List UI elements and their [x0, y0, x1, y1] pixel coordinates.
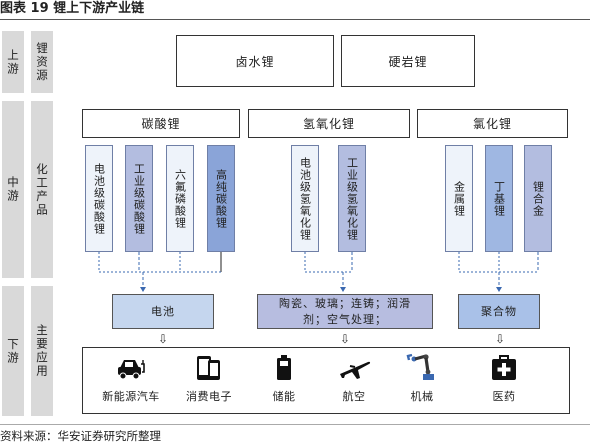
app-medicine-label: 医药 — [492, 390, 516, 403]
hydroxide-group-label: 氢氧化锂 — [302, 117, 355, 131]
product-battery-carbonate: 电池级碳酸锂 — [85, 145, 113, 252]
product-battery-hydroxide-label: 电池级氢氧化锂 — [298, 156, 312, 241]
tier-lower-label: 下游 — [6, 337, 20, 365]
product-lipf6: 六氟磷酸锂 — [166, 145, 194, 252]
arrowhead-ceramics — [340, 287, 346, 292]
arrowhead-battery — [140, 287, 146, 292]
ev-car-icon — [118, 360, 145, 380]
row-applications-label: 主要应用 — [35, 324, 49, 378]
source-note: 资料来源：华安证券研究所整理 — [0, 424, 590, 446]
product-butyl-lithium: 丁基锂 — [485, 145, 513, 252]
carbonate-group-label: 碳酸锂 — [141, 117, 181, 131]
medical-kit-icon — [492, 355, 516, 380]
use-ceramics-box: 陶瓷、玻璃；连铸；润滑剂；空气处理； — [257, 294, 433, 329]
use-battery-label: 电池 — [151, 304, 175, 318]
app-consumer-label: 消费电子 — [186, 390, 232, 403]
tier-upper: 上游 — [2, 31, 24, 93]
row-applications: 主要应用 — [31, 286, 53, 416]
product-lipf6-label: 六氟磷酸锂 — [173, 168, 187, 229]
product-lithium-alloy: 锂合金 — [524, 145, 552, 252]
product-industrial-hydroxide-label: 工业级氢氧化锂 — [345, 156, 359, 241]
product-butyl-lithium-label: 丁基锂 — [492, 180, 506, 217]
arrow-down-ceramics: ⇩ — [339, 332, 351, 346]
hard-rock-lithium-box: 硬岩锂 — [341, 35, 475, 87]
app-storage-label: 储能 — [272, 390, 296, 403]
applications-panel — [82, 347, 570, 414]
app-aerospace-label: 航空 — [342, 390, 366, 403]
chloride-group-label: 氯化锂 — [472, 117, 512, 131]
carbonate-group-box: 碳酸锂 — [82, 109, 240, 138]
use-battery-box: 电池 — [112, 294, 214, 329]
arrow-down-battery: ⇩ — [157, 332, 169, 346]
product-battery-carbonate-label: 电池级碳酸锂 — [92, 162, 106, 235]
product-metal-lithium: 金属锂 — [445, 145, 473, 252]
use-polymer-box: 聚合物 — [458, 294, 540, 329]
robot-arm-icon — [406, 353, 434, 380]
row-resources-label: 锂资源 — [35, 41, 49, 83]
tier-middle: 中游 — [2, 101, 24, 278]
tier-lower: 下游 — [2, 286, 24, 416]
product-industrial-carbonate-label: 工业级碳酸锂 — [132, 162, 146, 235]
product-high-purity-carbonate: 高纯碳酸锂 — [207, 145, 235, 252]
product-industrial-carbonate: 工业级碳酸锂 — [125, 145, 153, 252]
product-lithium-alloy-label: 锂合金 — [531, 180, 545, 217]
product-high-purity-carbonate-label: 高纯碳酸锂 — [214, 168, 228, 229]
smartphone-tablet-icon — [197, 356, 220, 380]
arrowhead-polymer — [496, 287, 502, 292]
tier-middle-label: 中游 — [6, 176, 20, 203]
use-ceramics-label: 陶瓷、玻璃；连铸；润滑剂；空气处理； — [279, 296, 411, 326]
row-chemicals-label: 化工产品 — [35, 162, 49, 217]
figure-title: 图表 19 锂上下游产业链 — [0, 0, 590, 20]
product-battery-hydroxide: 电池级氢氧化锂 — [291, 145, 319, 252]
hydroxide-group-box: 氢氧化锂 — [248, 109, 410, 138]
hard-rock-lithium-label: 硬岩锂 — [388, 54, 428, 69]
product-industrial-hydroxide: 工业级氢氧化锂 — [338, 145, 366, 252]
arrow-down-polymer: ⇩ — [494, 332, 506, 346]
app-nev-label: 新能源汽车 — [102, 390, 160, 403]
brine-lithium-label: 卤水锂 — [235, 54, 275, 69]
app-machinery-label: 机械 — [410, 390, 434, 403]
brine-lithium-box: 卤水锂 — [176, 35, 334, 87]
airplane-icon — [340, 361, 371, 379]
battery-icon — [277, 355, 291, 380]
chloride-group-box: 氯化锂 — [417, 109, 568, 138]
tier-upper-label: 上游 — [6, 48, 20, 76]
use-polymer-label: 聚合物 — [481, 304, 517, 318]
product-metal-lithium-label: 金属锂 — [452, 180, 466, 217]
row-chemicals: 化工产品 — [31, 101, 53, 278]
row-resources: 锂资源 — [31, 31, 53, 93]
